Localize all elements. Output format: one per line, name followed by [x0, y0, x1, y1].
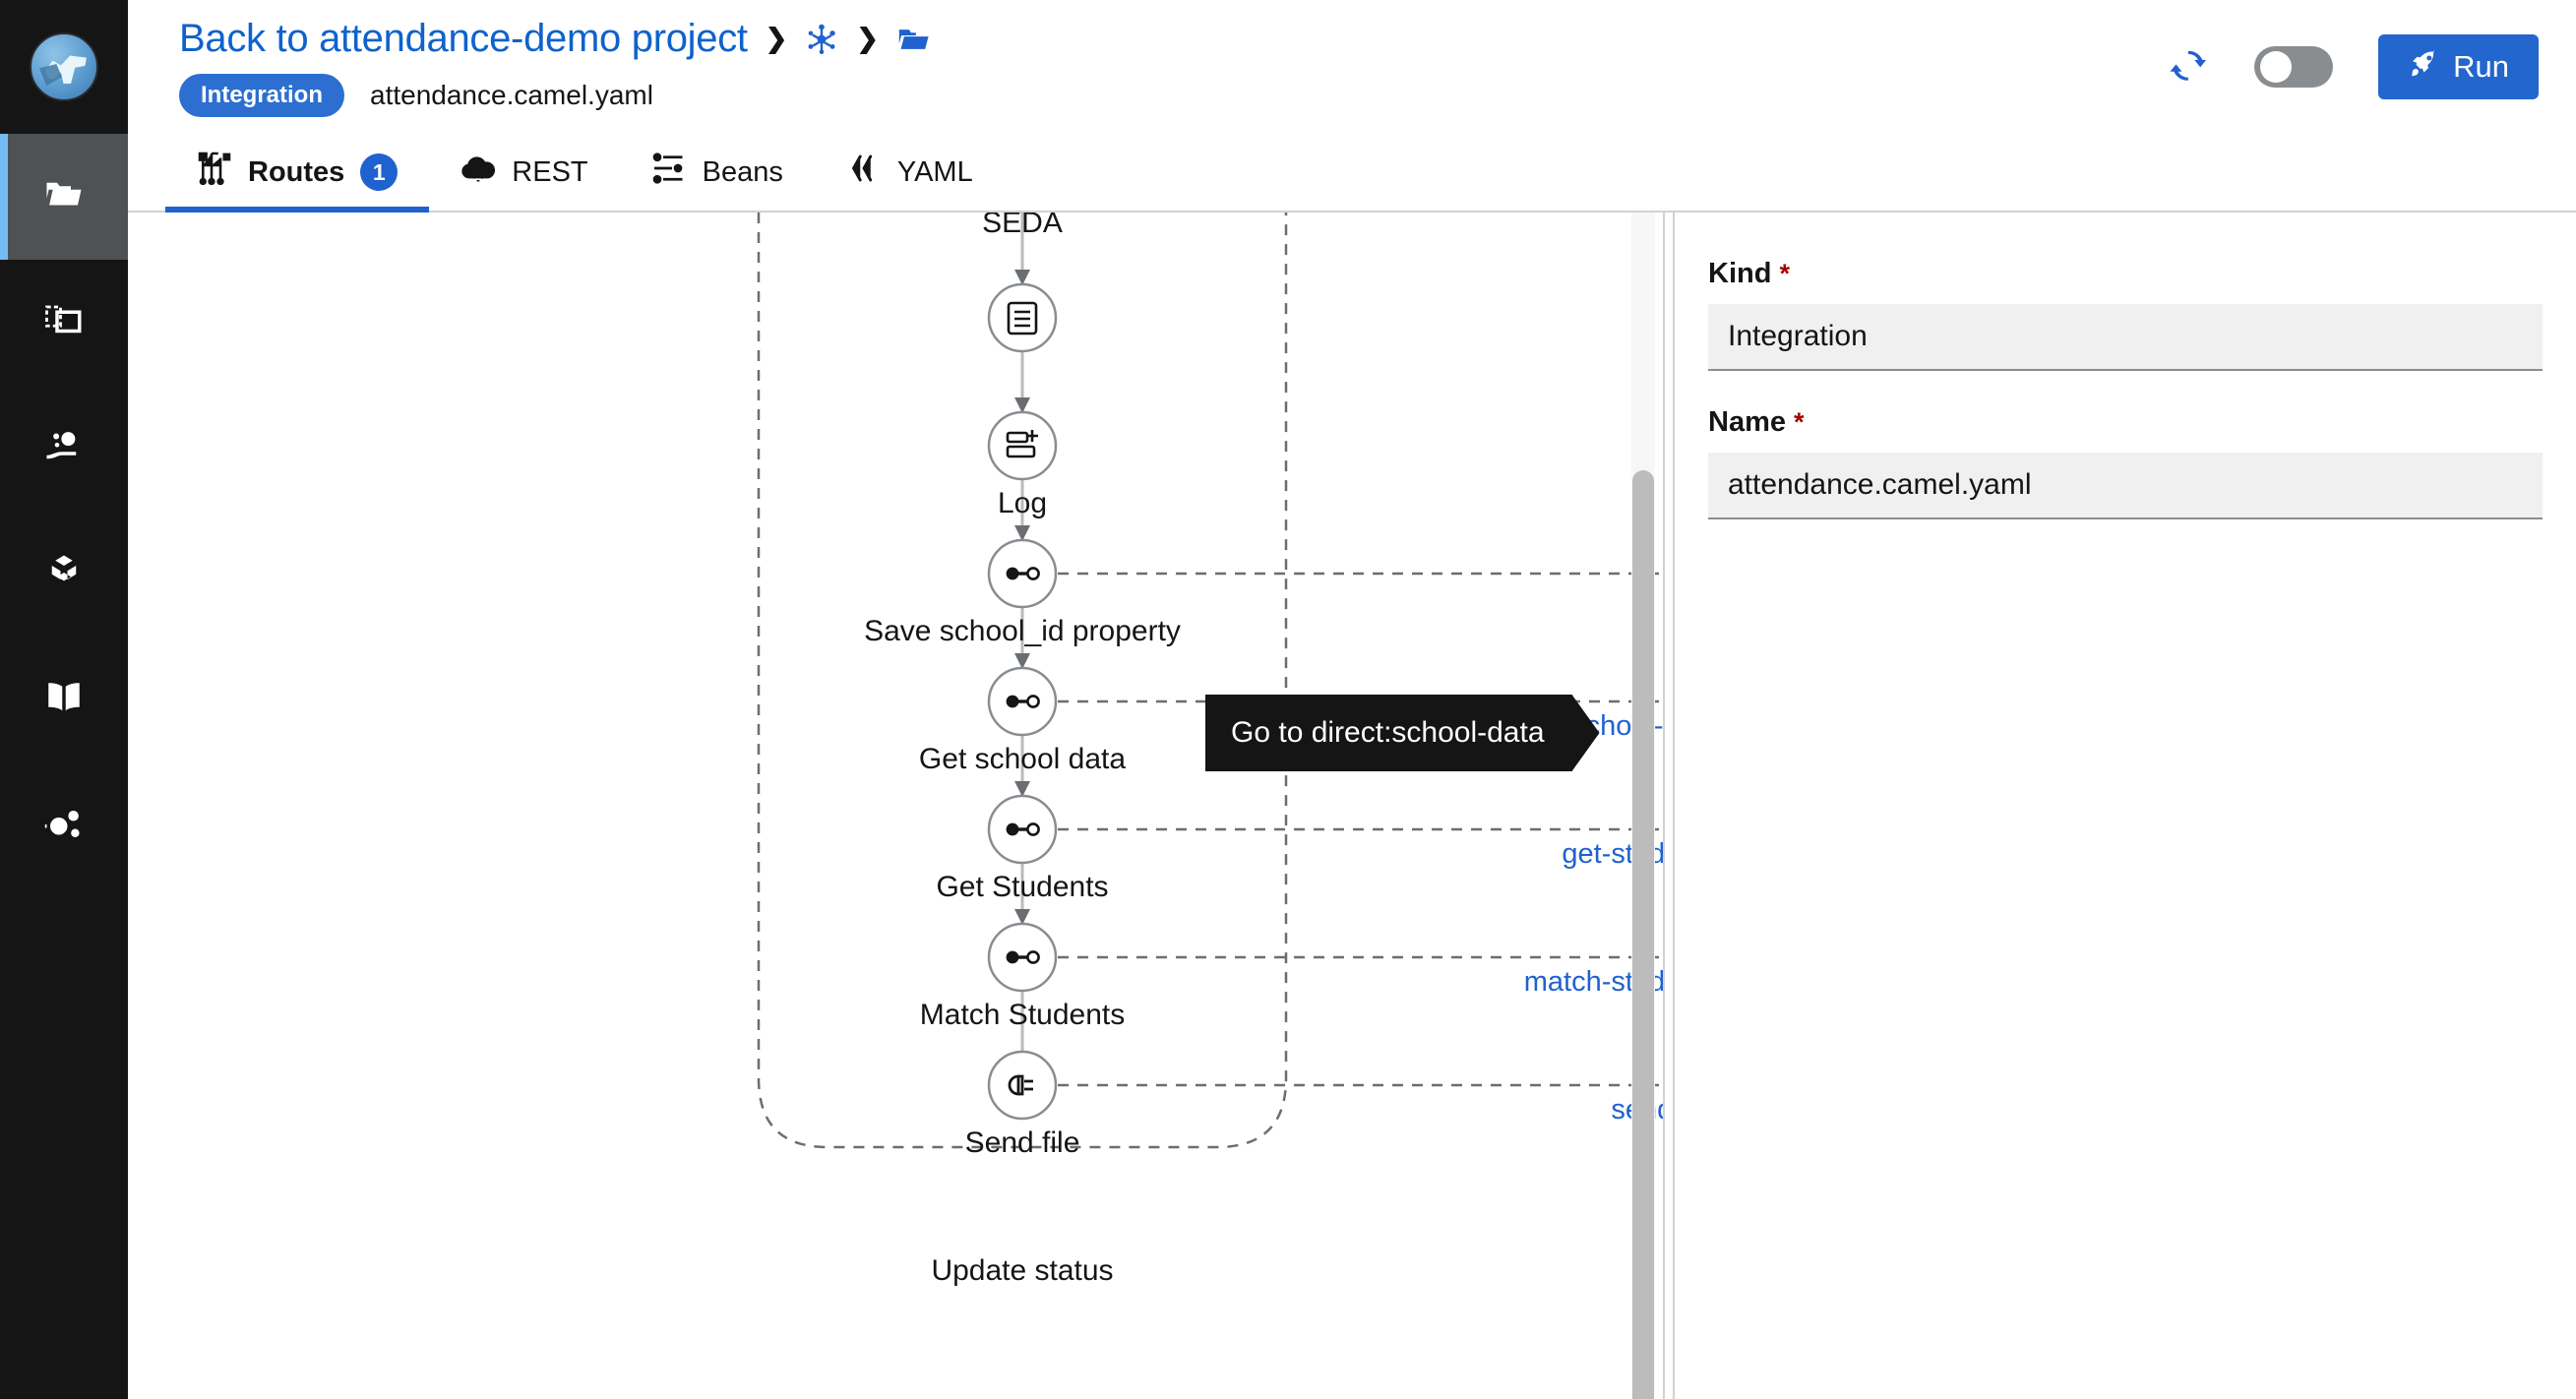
field-kind-label: Kind * — [1708, 258, 2543, 290]
field-name: Name * — [1708, 406, 2543, 519]
beans-list-icon — [651, 151, 687, 194]
app-logo[interactable] — [0, 0, 128, 134]
header-left: Back to attendance-demo project ❯ ❯ Inte… — [179, 17, 2168, 117]
rocket-icon — [2408, 47, 2439, 87]
node-label-seda: SEDA — [982, 213, 1063, 239]
run-button-label: Run — [2453, 49, 2509, 84]
camel-logo-icon — [30, 32, 98, 101]
breadcrumb-back-link[interactable]: Back to attendance-demo project — [179, 17, 748, 61]
header-actions: Run — [2168, 34, 2539, 99]
required-marker-2: * — [1794, 407, 1805, 437]
sidebar-item-documentation[interactable] — [0, 638, 128, 763]
tab-yaml[interactable]: YAML — [815, 134, 1005, 211]
field-name-label: Name * — [1708, 406, 2543, 439]
sidebar — [0, 0, 128, 1399]
refresh-icon — [2168, 45, 2209, 90]
sidebar-item-components[interactable] — [0, 512, 128, 638]
folder-open-icon[interactable] — [896, 23, 930, 56]
chevron-right-icon-2: ❯ — [856, 24, 879, 54]
blocks-cubes-icon — [43, 552, 85, 598]
topology-node-icon[interactable] — [805, 23, 838, 56]
tab-bar: Routes 1 REST Beans YAML — [128, 134, 2576, 213]
sidebar-item-projects[interactable] — [0, 134, 128, 260]
services-gear-hand-icon — [43, 426, 85, 472]
field-kind-label-text: Kind — [1708, 258, 1772, 289]
node-label-send-file: Send file — [964, 1126, 1080, 1159]
toggle-knob — [2260, 51, 2293, 83]
workspace: SEDA Log Save school_id property Get sch… — [128, 213, 2576, 1399]
tab-routes-label: Routes — [248, 155, 345, 188]
field-name-label-text: Name — [1708, 406, 1786, 438]
chevron-right-icon: ❯ — [765, 24, 788, 54]
projects-folders-icon — [43, 174, 85, 220]
run-button[interactable]: Run — [2378, 34, 2539, 99]
rest-cloud-icon — [460, 151, 496, 194]
tab-routes-badge: 1 — [360, 153, 399, 191]
status-badge: Integration — [179, 74, 344, 117]
route-graph — [757, 213, 1675, 1149]
canvas-frame-icon — [43, 300, 85, 346]
canvas-scrollbar-thumb[interactable] — [1632, 470, 1654, 1399]
node-label-log: Log — [997, 487, 1048, 519]
routes-icon — [197, 151, 232, 194]
node-label-get-school-data: Get school data — [918, 743, 1127, 775]
tooltip: Go to direct:school-data — [1205, 695, 1572, 771]
panel-divider — [1663, 213, 1675, 1399]
node-label-get-students: Get Students — [936, 871, 1109, 903]
node-label-update-status: Update status — [931, 1254, 1114, 1287]
node-label-save-property: Save school_id property — [864, 615, 1181, 647]
page-title: attendance.camel.yaml — [370, 80, 653, 110]
header-subrow: Integration attendance.camel.yaml — [179, 74, 2168, 117]
properties-panel: Kind * Name * — [1675, 213, 2576, 1399]
sidebar-item-settings[interactable] — [0, 763, 128, 889]
link-label-get-students[interactable]: get-students — [1562, 838, 1675, 870]
tab-routes[interactable]: Routes 1 — [165, 134, 430, 213]
tab-rest-label: REST — [512, 155, 588, 188]
page-header: Back to attendance-demo project ❯ ❯ Inte… — [128, 0, 2576, 134]
breadcrumb: Back to attendance-demo project ❯ ❯ — [179, 17, 2168, 61]
route-canvas[interactable]: SEDA Log Save school_id property Get sch… — [128, 213, 1675, 1399]
tab-beans-label: Beans — [702, 155, 783, 188]
field-kind: Kind * — [1708, 258, 2543, 371]
refresh-button[interactable] — [2168, 45, 2209, 90]
name-input[interactable] — [1708, 453, 2543, 519]
code-brackets-icon — [846, 151, 882, 194]
tab-yaml-label: YAML — [896, 155, 973, 188]
settings-gears-icon — [43, 804, 85, 850]
book-icon — [43, 678, 85, 724]
run-mode-toggle[interactable] — [2254, 46, 2334, 88]
node-label-match-students: Match Students — [919, 999, 1126, 1031]
tab-rest[interactable]: REST — [429, 134, 619, 211]
kind-input[interactable] — [1708, 304, 2543, 371]
sidebar-item-services[interactable] — [0, 386, 128, 512]
required-marker: * — [1779, 259, 1790, 288]
sidebar-item-canvas[interactable] — [0, 260, 128, 386]
tab-beans[interactable]: Beans — [620, 134, 815, 211]
main-column: Back to attendance-demo project ❯ ❯ Inte… — [128, 0, 2576, 1399]
